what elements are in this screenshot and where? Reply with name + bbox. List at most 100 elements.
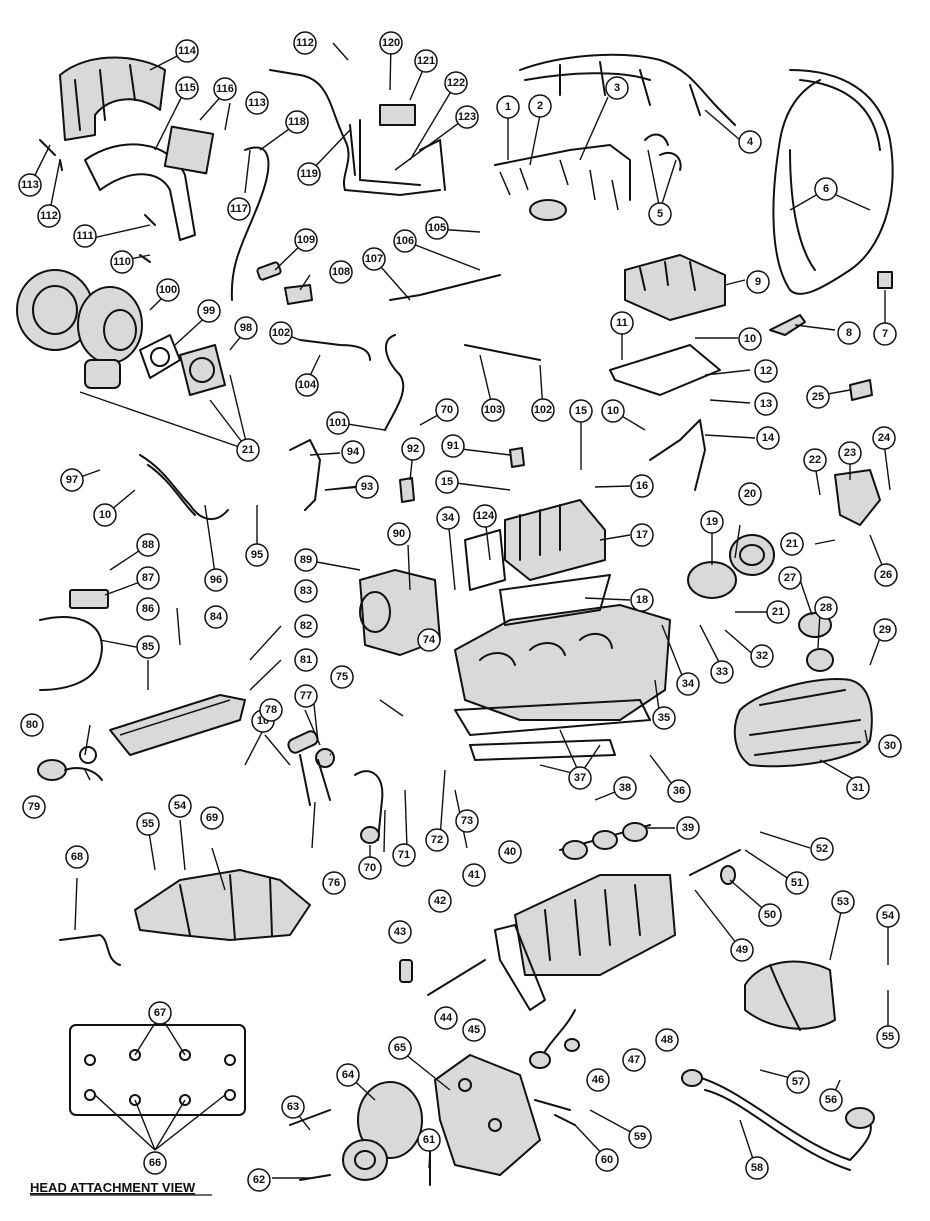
callout-30[interactable]: 30: [878, 734, 902, 758]
callout-3[interactable]: 3: [605, 76, 629, 100]
callout-52[interactable]: 52: [810, 837, 834, 861]
callout-46[interactable]: 46: [586, 1068, 610, 1092]
callout-86[interactable]: 86: [136, 597, 160, 621]
callout-9[interactable]: 9: [746, 270, 770, 294]
callout-107[interactable]: 107: [362, 247, 386, 271]
callout-53[interactable]: 53: [831, 890, 855, 914]
callout-105[interactable]: 105: [425, 216, 449, 240]
callout-48[interactable]: 48: [655, 1028, 679, 1052]
callout-64[interactable]: 64: [336, 1063, 360, 1087]
callout-44[interactable]: 44: [434, 1006, 458, 1030]
callout-13[interactable]: 13: [754, 392, 778, 416]
callout-70-b[interactable]: 70: [435, 398, 459, 422]
callout-113-a[interactable]: 113: [18, 173, 42, 197]
callout-81[interactable]: 81: [294, 648, 318, 672]
callout-80[interactable]: 80: [20, 713, 44, 737]
callout-94[interactable]: 94: [341, 440, 365, 464]
callout-41[interactable]: 41: [462, 863, 486, 887]
callout-102-a[interactable]: 102: [269, 321, 293, 345]
callout-99[interactable]: 99: [197, 299, 221, 323]
callout-5[interactable]: 5: [648, 202, 672, 226]
callout-11[interactable]: 11: [610, 311, 634, 335]
callout-97[interactable]: 97: [60, 468, 84, 492]
callout-118[interactable]: 118: [285, 110, 309, 134]
callout-10-b[interactable]: 10: [601, 399, 625, 423]
callout-12[interactable]: 12: [754, 359, 778, 383]
callout-38[interactable]: 38: [613, 776, 637, 800]
callout-76[interactable]: 76: [322, 871, 346, 895]
callout-35[interactable]: 35: [652, 706, 676, 730]
callout-43[interactable]: 43: [388, 920, 412, 944]
callout-116[interactable]: 116: [213, 77, 237, 101]
callout-34-b[interactable]: 34: [436, 506, 460, 530]
callout-15-b[interactable]: 15: [435, 470, 459, 494]
callout-65[interactable]: 65: [388, 1036, 412, 1060]
callout-42[interactable]: 42: [428, 889, 452, 913]
callout-28[interactable]: 28: [814, 596, 838, 620]
callout-21-c[interactable]: 21: [236, 438, 260, 462]
callout-79[interactable]: 79: [22, 795, 46, 819]
callout-100[interactable]: 100: [156, 278, 180, 302]
callout-50[interactable]: 50: [758, 903, 782, 927]
callout-87[interactable]: 87: [136, 566, 160, 590]
callout-104[interactable]: 104: [295, 373, 319, 397]
callout-67[interactable]: 67: [148, 1001, 172, 1025]
callout-63[interactable]: 63: [281, 1095, 305, 1119]
callout-88[interactable]: 88: [136, 533, 160, 557]
callout-61[interactable]: 61: [417, 1128, 441, 1152]
callout-57[interactable]: 57: [786, 1070, 810, 1094]
callout-69[interactable]: 69: [200, 806, 224, 830]
callout-95[interactable]: 95: [245, 543, 269, 567]
callout-96[interactable]: 96: [204, 568, 228, 592]
callout-60[interactable]: 60: [595, 1148, 619, 1172]
callout-54-b[interactable]: 54: [168, 794, 192, 818]
callout-71[interactable]: 71: [392, 843, 416, 867]
callout-62[interactable]: 62: [247, 1168, 271, 1192]
callout-113-b[interactable]: 113: [245, 91, 269, 115]
callout-68[interactable]: 68: [65, 845, 89, 869]
callout-6[interactable]: 6: [814, 177, 838, 201]
callout-10-c[interactable]: 10: [93, 503, 117, 527]
callout-123[interactable]: 123: [455, 105, 479, 129]
callout-29[interactable]: 29: [873, 618, 897, 642]
callout-82[interactable]: 82: [294, 614, 318, 638]
callout-17[interactable]: 17: [630, 523, 654, 547]
callout-55-a[interactable]: 55: [876, 1025, 900, 1049]
callout-45[interactable]: 45: [462, 1018, 486, 1042]
callout-4[interactable]: 4: [738, 130, 762, 154]
callout-119[interactable]: 119: [297, 162, 321, 186]
callout-83[interactable]: 83: [294, 579, 318, 603]
callout-78[interactable]: 78: [259, 698, 283, 722]
callout-115[interactable]: 115: [175, 76, 199, 100]
callout-16[interactable]: 16: [630, 474, 654, 498]
callout-10-a[interactable]: 10: [738, 327, 762, 351]
callout-49[interactable]: 49: [730, 938, 754, 962]
callout-37[interactable]: 37: [568, 766, 592, 790]
callout-84[interactable]: 84: [204, 605, 228, 629]
callout-23[interactable]: 23: [838, 441, 862, 465]
callout-20[interactable]: 20: [738, 482, 762, 506]
callout-58[interactable]: 58: [745, 1156, 769, 1180]
callout-90[interactable]: 90: [387, 522, 411, 546]
callout-51[interactable]: 51: [785, 871, 809, 895]
callout-108[interactable]: 108: [329, 260, 353, 284]
callout-114[interactable]: 114: [175, 39, 199, 63]
callout-18[interactable]: 18: [630, 588, 654, 612]
callout-21-a[interactable]: 21: [780, 532, 804, 556]
callout-106[interactable]: 106: [393, 229, 417, 253]
callout-59[interactable]: 59: [628, 1125, 652, 1149]
callout-74[interactable]: 74: [417, 628, 441, 652]
callout-77[interactable]: 77: [294, 684, 318, 708]
callout-109[interactable]: 109: [294, 228, 318, 252]
callout-31[interactable]: 31: [846, 776, 870, 800]
callout-72[interactable]: 72: [425, 828, 449, 852]
callout-103[interactable]: 103: [481, 398, 505, 422]
callout-93[interactable]: 93: [355, 475, 379, 499]
callout-54-a[interactable]: 54: [876, 904, 900, 928]
callout-26[interactable]: 26: [874, 563, 898, 587]
callout-120[interactable]: 120: [379, 31, 403, 55]
callout-121[interactable]: 121: [414, 49, 438, 73]
callout-66[interactable]: 66: [143, 1151, 167, 1175]
callout-91[interactable]: 91: [441, 434, 465, 458]
callout-22[interactable]: 22: [803, 448, 827, 472]
